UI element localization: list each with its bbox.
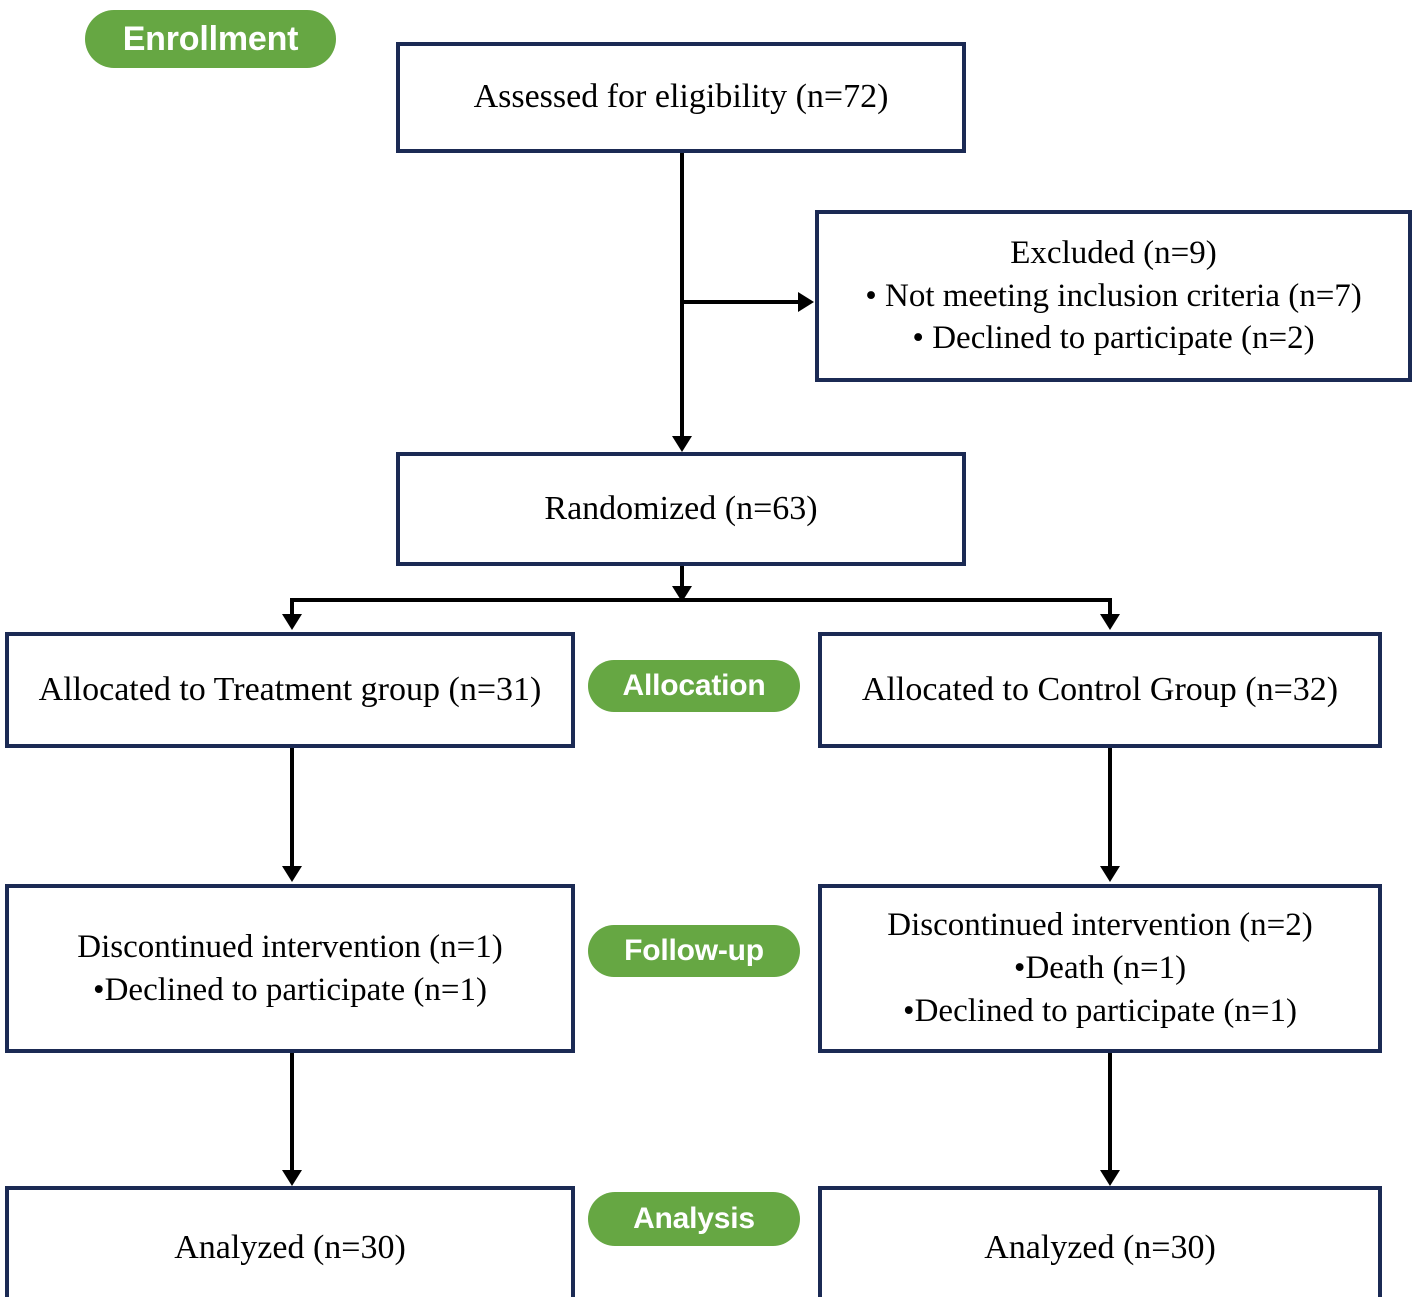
box-allocated-treatment-line-1: Allocated to Treatment group (n=31) — [38, 670, 542, 708]
box-allocated-control: Allocated to Control Group (n=32) — [818, 632, 1382, 748]
box-followup-control-line-2: •Death (n=1) — [1013, 950, 1187, 987]
box-excluded-line-3: • Declined to participate (n=2) — [912, 320, 1315, 357]
box-allocated-treatment: Allocated to Treatment group (n=31) — [5, 632, 575, 748]
box-excluded-line-1: Excluded (n=9) — [1010, 234, 1217, 271]
box-followup-treatment-line-1: Discontinued intervention (n=1) — [77, 928, 503, 965]
box-followup-treatment: Discontinued intervention (n=1) •Decline… — [5, 884, 575, 1053]
box-randomized: Randomized (n=63) — [396, 452, 966, 566]
box-analyzed-control: Analyzed (n=30) — [818, 1186, 1382, 1297]
connector-assessed-to-randomized — [680, 153, 684, 438]
arrowhead-followup-to-analysis-left — [282, 1170, 302, 1186]
connector-followup-to-analysis-left — [290, 1053, 294, 1173]
box-analyzed-treatment-line-1: Analyzed (n=30) — [174, 1229, 406, 1267]
connector-split-horizontal — [290, 598, 1112, 602]
connector-randomized-stem — [680, 566, 684, 598]
arrowhead-assessed-to-randomized — [672, 436, 692, 452]
stage-pill-analysis: Analysis — [588, 1192, 800, 1246]
stage-pill-analysis-label: Analysis — [633, 1202, 755, 1235]
box-analyzed-treatment: Analyzed (n=30) — [5, 1186, 575, 1297]
box-excluded-line-2: • Not meeting inclusion criteria (n=7) — [865, 277, 1362, 314]
stage-pill-follow-up: Follow-up — [588, 925, 800, 977]
box-followup-control-line-3: •Declined to participate (n=1) — [903, 992, 1297, 1029]
arrowhead-allocation-to-followup-right — [1100, 866, 1120, 882]
box-followup-control: Discontinued intervention (n=2) •Death (… — [818, 884, 1382, 1053]
box-randomized-line-1: Randomized (n=63) — [544, 489, 818, 527]
box-analyzed-control-line-1: Analyzed (n=30) — [984, 1229, 1216, 1267]
arrowhead-split-right — [1100, 614, 1120, 630]
stage-pill-enrollment: Enrollment — [85, 10, 336, 68]
arrowhead-followup-to-analysis-right — [1100, 1170, 1120, 1186]
box-followup-control-line-1: Discontinued intervention (n=2) — [887, 907, 1313, 944]
stage-pill-allocation-label: Allocation — [622, 669, 766, 702]
connector-split-right-drop — [1108, 598, 1112, 618]
arrowhead-split-left — [282, 614, 302, 630]
stage-pill-follow-up-label: Follow-up — [624, 934, 764, 967]
box-excluded: Excluded (n=9) • Not meeting inclusion c… — [815, 210, 1412, 382]
connector-allocation-to-followup-left — [290, 748, 294, 868]
arrowhead-allocation-to-followup-left — [282, 866, 302, 882]
connector-to-excluded — [682, 300, 800, 304]
stage-pill-enrollment-label: Enrollment — [122, 19, 299, 58]
stage-pill-allocation: Allocation — [588, 660, 800, 712]
box-assessed-for-eligibility: Assessed for eligibility (n=72) — [396, 42, 966, 153]
box-allocated-control-line-1: Allocated to Control Group (n=32) — [861, 670, 1339, 708]
connector-followup-to-analysis-right — [1108, 1053, 1112, 1173]
connector-split-left-drop — [290, 598, 294, 618]
connector-allocation-to-followup-right — [1108, 748, 1112, 868]
box-followup-treatment-line-2: •Declined to participate (n=1) — [93, 971, 487, 1008]
box-assessed-line-1: Assessed for eligibility (n=72) — [473, 78, 889, 116]
arrowhead-to-excluded — [798, 292, 814, 312]
